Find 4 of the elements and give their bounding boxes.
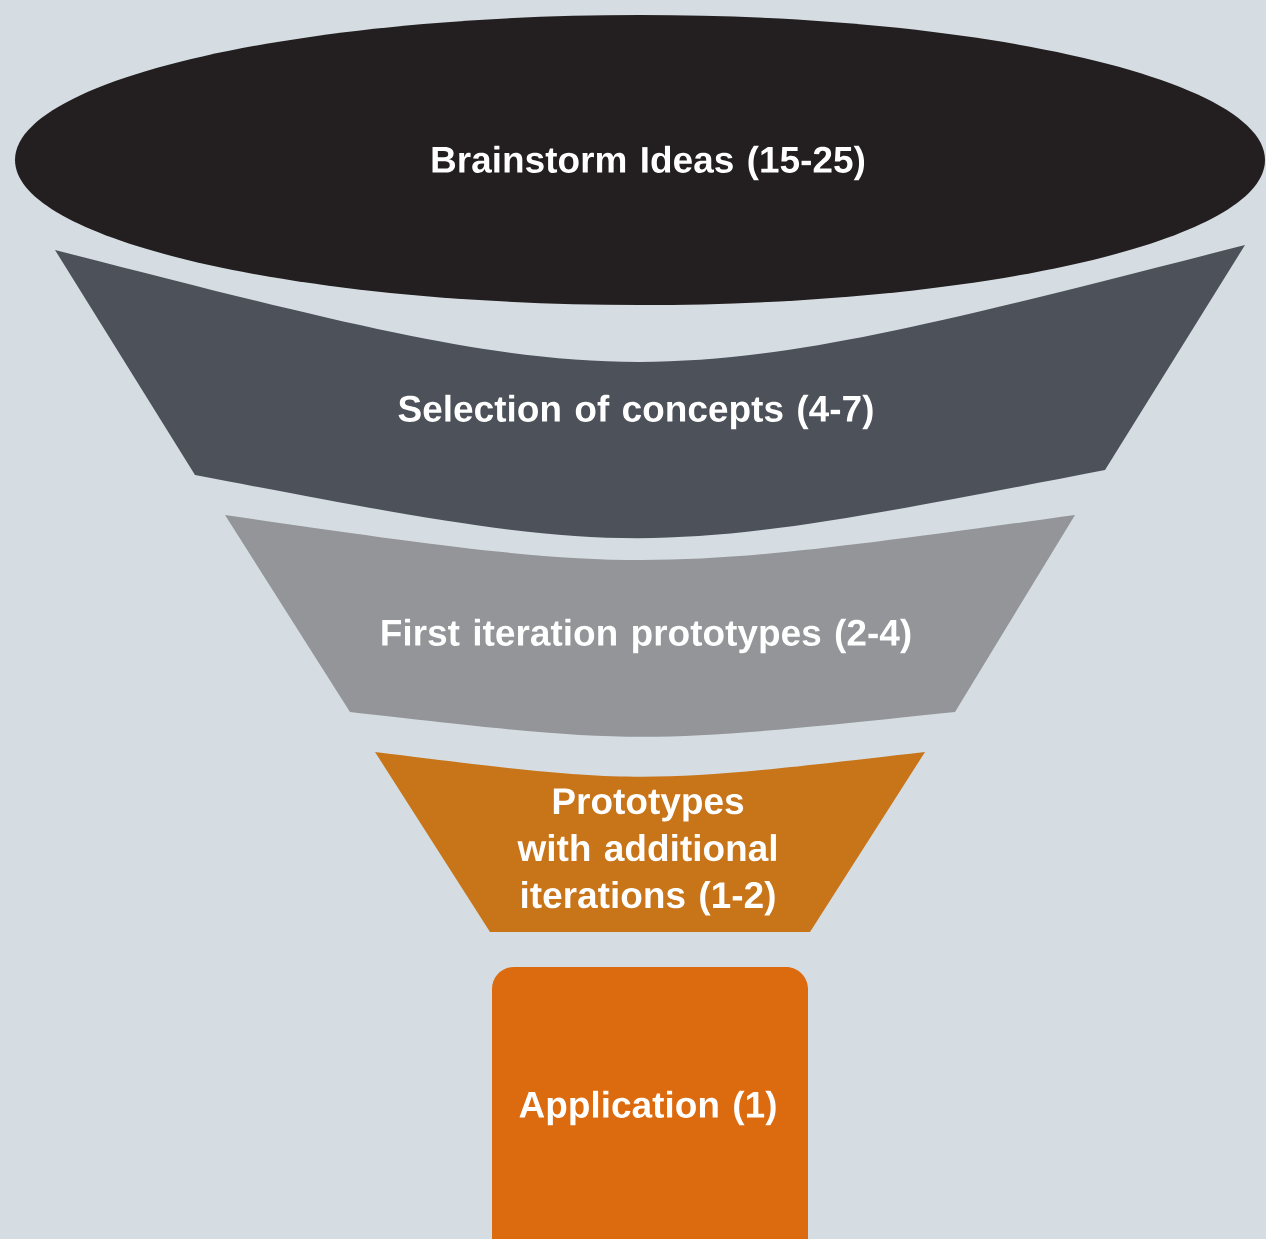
funnel-band: First iteration prototypes (2-4) bbox=[225, 515, 1075, 737]
funnel-band: Selection of concepts (4-7) bbox=[55, 245, 1245, 539]
funnel-band: Prototypes with additional iterations (1-2) bbox=[375, 752, 925, 932]
application-box: Application (1) bbox=[492, 967, 808, 1239]
